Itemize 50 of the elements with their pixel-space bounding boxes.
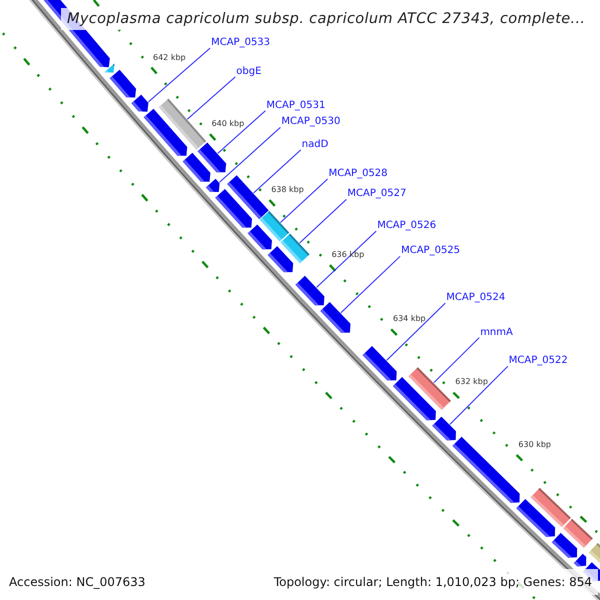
gene-block [552,532,578,558]
leader-line [217,110,266,154]
leader-line [186,76,236,120]
gene-block [215,189,252,228]
gene-block [452,436,520,503]
leader-line [280,178,328,223]
gene-block [362,346,397,380]
gene-label: obgE [236,66,262,78]
gene-block [320,302,350,333]
scale-label: 638 kbp [271,185,304,195]
leader-line [316,230,377,288]
gene-block [295,276,324,306]
gene-label: MCAP_0525 [401,245,460,258]
gene-block [206,178,220,192]
gene-block [432,416,456,440]
gene-bar [588,543,600,564]
gene-bar [530,488,571,528]
gene-label: mnmA [480,326,513,339]
gene-block [198,142,226,172]
gene-label: MCAP_0522 [508,355,568,368]
gene-bar [408,367,451,410]
scale-label: 634 kbp [393,314,426,324]
gene-block [110,70,136,98]
gene-block [131,94,148,112]
scale-label: 630 kbp [518,440,551,450]
gene-block [268,246,294,272]
gene-bar [158,98,206,150]
leader-line [449,366,508,425]
leader-line [433,337,480,384]
leader-line [148,48,211,102]
scale-label: 632 kbp [455,377,488,388]
leader-line [219,126,281,183]
leader-line [340,256,401,314]
gene-label: MCAP_0531 [266,100,326,112]
gene-label: MCAP_0528 [328,168,388,180]
gene-label: MCAP_0530 [281,116,340,128]
scale-label: 642 kbp [153,52,186,62]
gene-block [574,554,586,566]
leader-line [299,198,347,244]
gene-label: MCAP_0526 [377,220,436,232]
gene-label: nadD [302,138,328,151]
gene-label: MCAP_0533 [211,37,270,50]
leader-line [386,302,446,361]
gene-label: MCAP_0524 [446,292,506,304]
leader-line [253,149,302,194]
scale-label: 640 kbp [212,119,244,130]
gene-block [104,64,114,73]
scale-label: 636 kbp [332,250,364,260]
gene-label: MCAP_0527 [347,188,406,200]
gene-block [248,224,272,250]
